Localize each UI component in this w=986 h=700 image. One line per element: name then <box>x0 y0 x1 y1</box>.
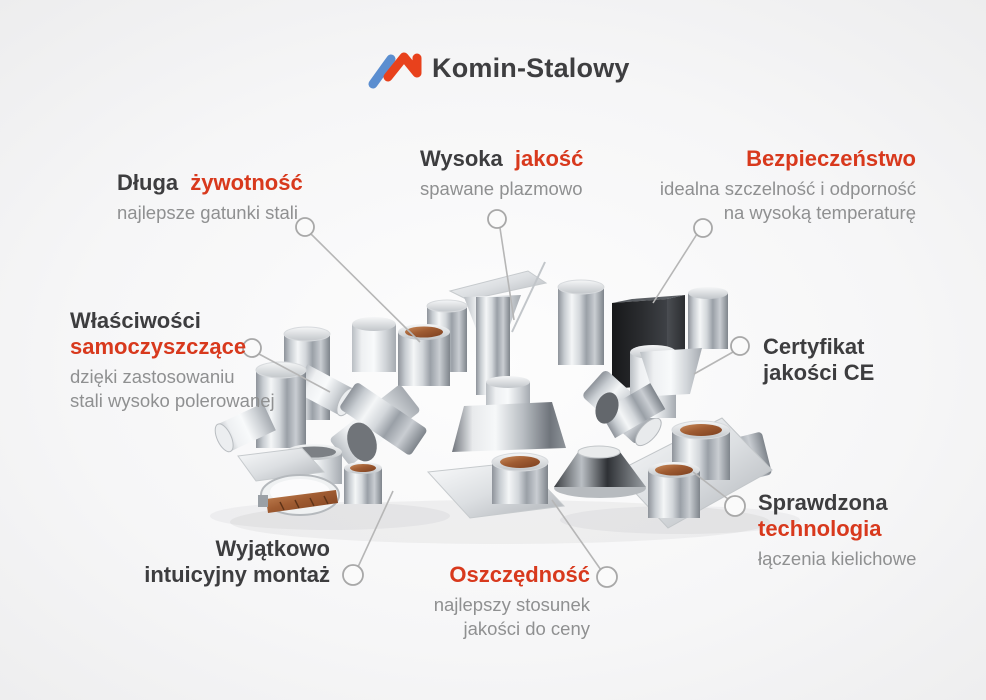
callout-technology: Sprawdzona technologia łączenia kielicho… <box>758 490 916 571</box>
callout-subtitle: idealna szczelność i odporność na wysoką… <box>660 177 916 225</box>
leader-economy <box>551 499 618 588</box>
callout-assembly: Wyjątkowo intuicyjny montaż <box>144 536 330 588</box>
leader-assembly <box>342 490 394 586</box>
leader-circle <box>724 495 746 517</box>
title-dark: intuicyjny montaż <box>144 562 330 587</box>
leader-technology <box>692 471 746 517</box>
reduction-transition <box>452 376 566 452</box>
callout-title: Właściwości samoczyszczące <box>70 308 275 360</box>
title-accent: Oszczędność <box>449 562 590 587</box>
pipe-segment <box>688 287 728 349</box>
callout-subtitle: najlepszy stosunek jakości do ceny <box>434 593 590 641</box>
leader-circle <box>342 564 364 586</box>
subtitle-line: stali wysoko polerowanej <box>70 390 275 411</box>
callout-title: Oszczędność <box>434 562 590 588</box>
chimney-parts-photo <box>210 261 800 544</box>
subtitle-line: dzięki zastosowaniu <box>70 366 235 387</box>
title-accent: samoczyszczące <box>70 334 247 359</box>
callout-subtitle: dzięki zastosowaniu stali wysoko polerow… <box>70 365 275 413</box>
title-dark: Wyjątkowo <box>215 536 330 561</box>
title-accent: jakość <box>514 146 584 171</box>
callout-title: Wyjątkowo intuicyjny montaż <box>144 536 330 588</box>
pipe-with-brush <box>398 324 450 386</box>
elbow-fittings <box>330 383 427 465</box>
subtitle-line: najlepsze gatunki stali <box>117 202 298 223</box>
leader-circle <box>295 217 315 237</box>
leader-quality <box>487 209 515 321</box>
leader-circle <box>242 338 262 358</box>
subtitle-line: jakości do ceny <box>463 618 590 639</box>
callout-subtitle: najlepsze gatunki stali <box>117 201 303 225</box>
base-plate-with-brush <box>426 452 566 519</box>
leader-safety <box>652 218 713 304</box>
callout-title: Certyfikat jakości CE <box>763 334 874 386</box>
leader-circle <box>596 566 618 588</box>
clamp-band-with-copper-strap <box>258 474 340 516</box>
title-dark: Właściwości <box>70 308 201 333</box>
callout-self-cleaning: Właściwości samoczyszczące dzięki zastos… <box>70 308 275 413</box>
tee-connector <box>595 345 702 439</box>
leader-self-cleaning <box>242 338 331 393</box>
callout-certificate: Certyfikat jakości CE <box>763 334 874 386</box>
subtitle-line: łączenia kielichowe <box>758 548 917 569</box>
brush-in-pipe <box>648 462 700 518</box>
brand-name: Komin-Stalowy <box>432 52 630 83</box>
title-dark: Certyfikat <box>763 334 865 359</box>
callout-title: Bezpieczeństwo <box>660 146 916 172</box>
tee-connector <box>214 361 307 453</box>
base-plate <box>237 447 326 482</box>
callout-subtitle: łączenia kielichowe <box>758 547 916 571</box>
leader-circle <box>730 336 750 356</box>
roof-peaks-icon <box>368 52 422 89</box>
brand-logo: Komin-Stalowy <box>366 46 630 90</box>
pipe-segment <box>352 317 396 372</box>
subtitle-line: idealna szczelność i odporność <box>659 178 916 199</box>
callout-title: Wysoka jakość <box>420 146 583 172</box>
callout-subtitle: spawane plazmowo <box>420 177 583 201</box>
pipe-segment <box>557 279 605 365</box>
storm-collar-cone <box>554 445 646 498</box>
brush-in-pipe <box>344 462 382 504</box>
title-dark: Sprawdzona <box>758 490 888 515</box>
leader-longevity <box>295 217 421 343</box>
callout-quality: Wysoka jakość spawane plazmowo <box>420 146 583 201</box>
title-accent: Bezpieczeństwo <box>746 146 916 171</box>
callout-safety: Bezpieczeństwo idealna szczelność i odpo… <box>660 146 916 225</box>
leader-circle <box>693 218 713 238</box>
callout-title: Sprawdzona technologia <box>758 490 916 542</box>
callout-economy: Oszczędność najlepszy stosunek jakości d… <box>434 562 590 641</box>
title-accent: żywotność <box>190 170 303 195</box>
callout-longevity: Długa żywotność najlepsze gatunki stali <box>117 170 303 225</box>
title-dark: Wysoka <box>420 146 503 171</box>
title-dark: Długa <box>117 170 179 195</box>
leader-certificate <box>693 336 750 375</box>
callout-title: Długa żywotność <box>117 170 303 196</box>
subtitle-line: najlepszy stosunek <box>433 594 590 615</box>
title-accent: technologia <box>758 516 882 541</box>
leader-circle <box>487 209 507 229</box>
subtitle-line: spawane plazmowo <box>420 178 583 199</box>
subtitle-line: na wysoką temperaturę <box>723 202 916 223</box>
title-dark: jakości CE <box>763 360 875 385</box>
